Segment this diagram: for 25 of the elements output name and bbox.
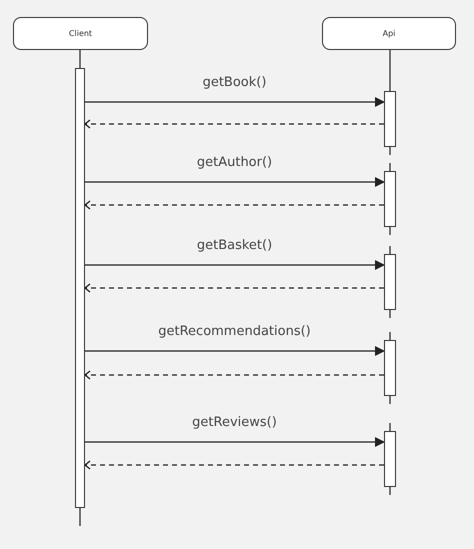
return-arrow <box>84 283 384 293</box>
return-arrow <box>84 460 384 470</box>
call-arrow <box>85 260 385 270</box>
participant-box: Client <box>13 17 148 50</box>
activation-bar <box>384 340 396 396</box>
call-arrow <box>85 177 385 187</box>
edge-label: getAuthor() <box>196 155 272 170</box>
activation-bar <box>75 68 85 508</box>
edge-label: getBook() <box>202 75 266 90</box>
edge-label: getReviews() <box>192 415 277 430</box>
return-arrow <box>84 119 384 129</box>
lifeline <box>79 50 81 68</box>
call-arrow <box>85 346 385 356</box>
edge-label: getBasket() <box>196 238 272 253</box>
activation-bar <box>384 171 396 227</box>
activation-bar <box>384 431 396 487</box>
call-arrow <box>85 97 385 107</box>
return-arrow <box>84 200 384 210</box>
activation-bar <box>384 254 396 310</box>
return-arrow <box>84 370 384 380</box>
call-arrow <box>85 437 385 447</box>
lifeline <box>389 50 391 91</box>
activation-bar <box>384 91 396 147</box>
participant-box: Api <box>322 17 456 50</box>
edge-label: getRecommendations() <box>158 324 311 339</box>
